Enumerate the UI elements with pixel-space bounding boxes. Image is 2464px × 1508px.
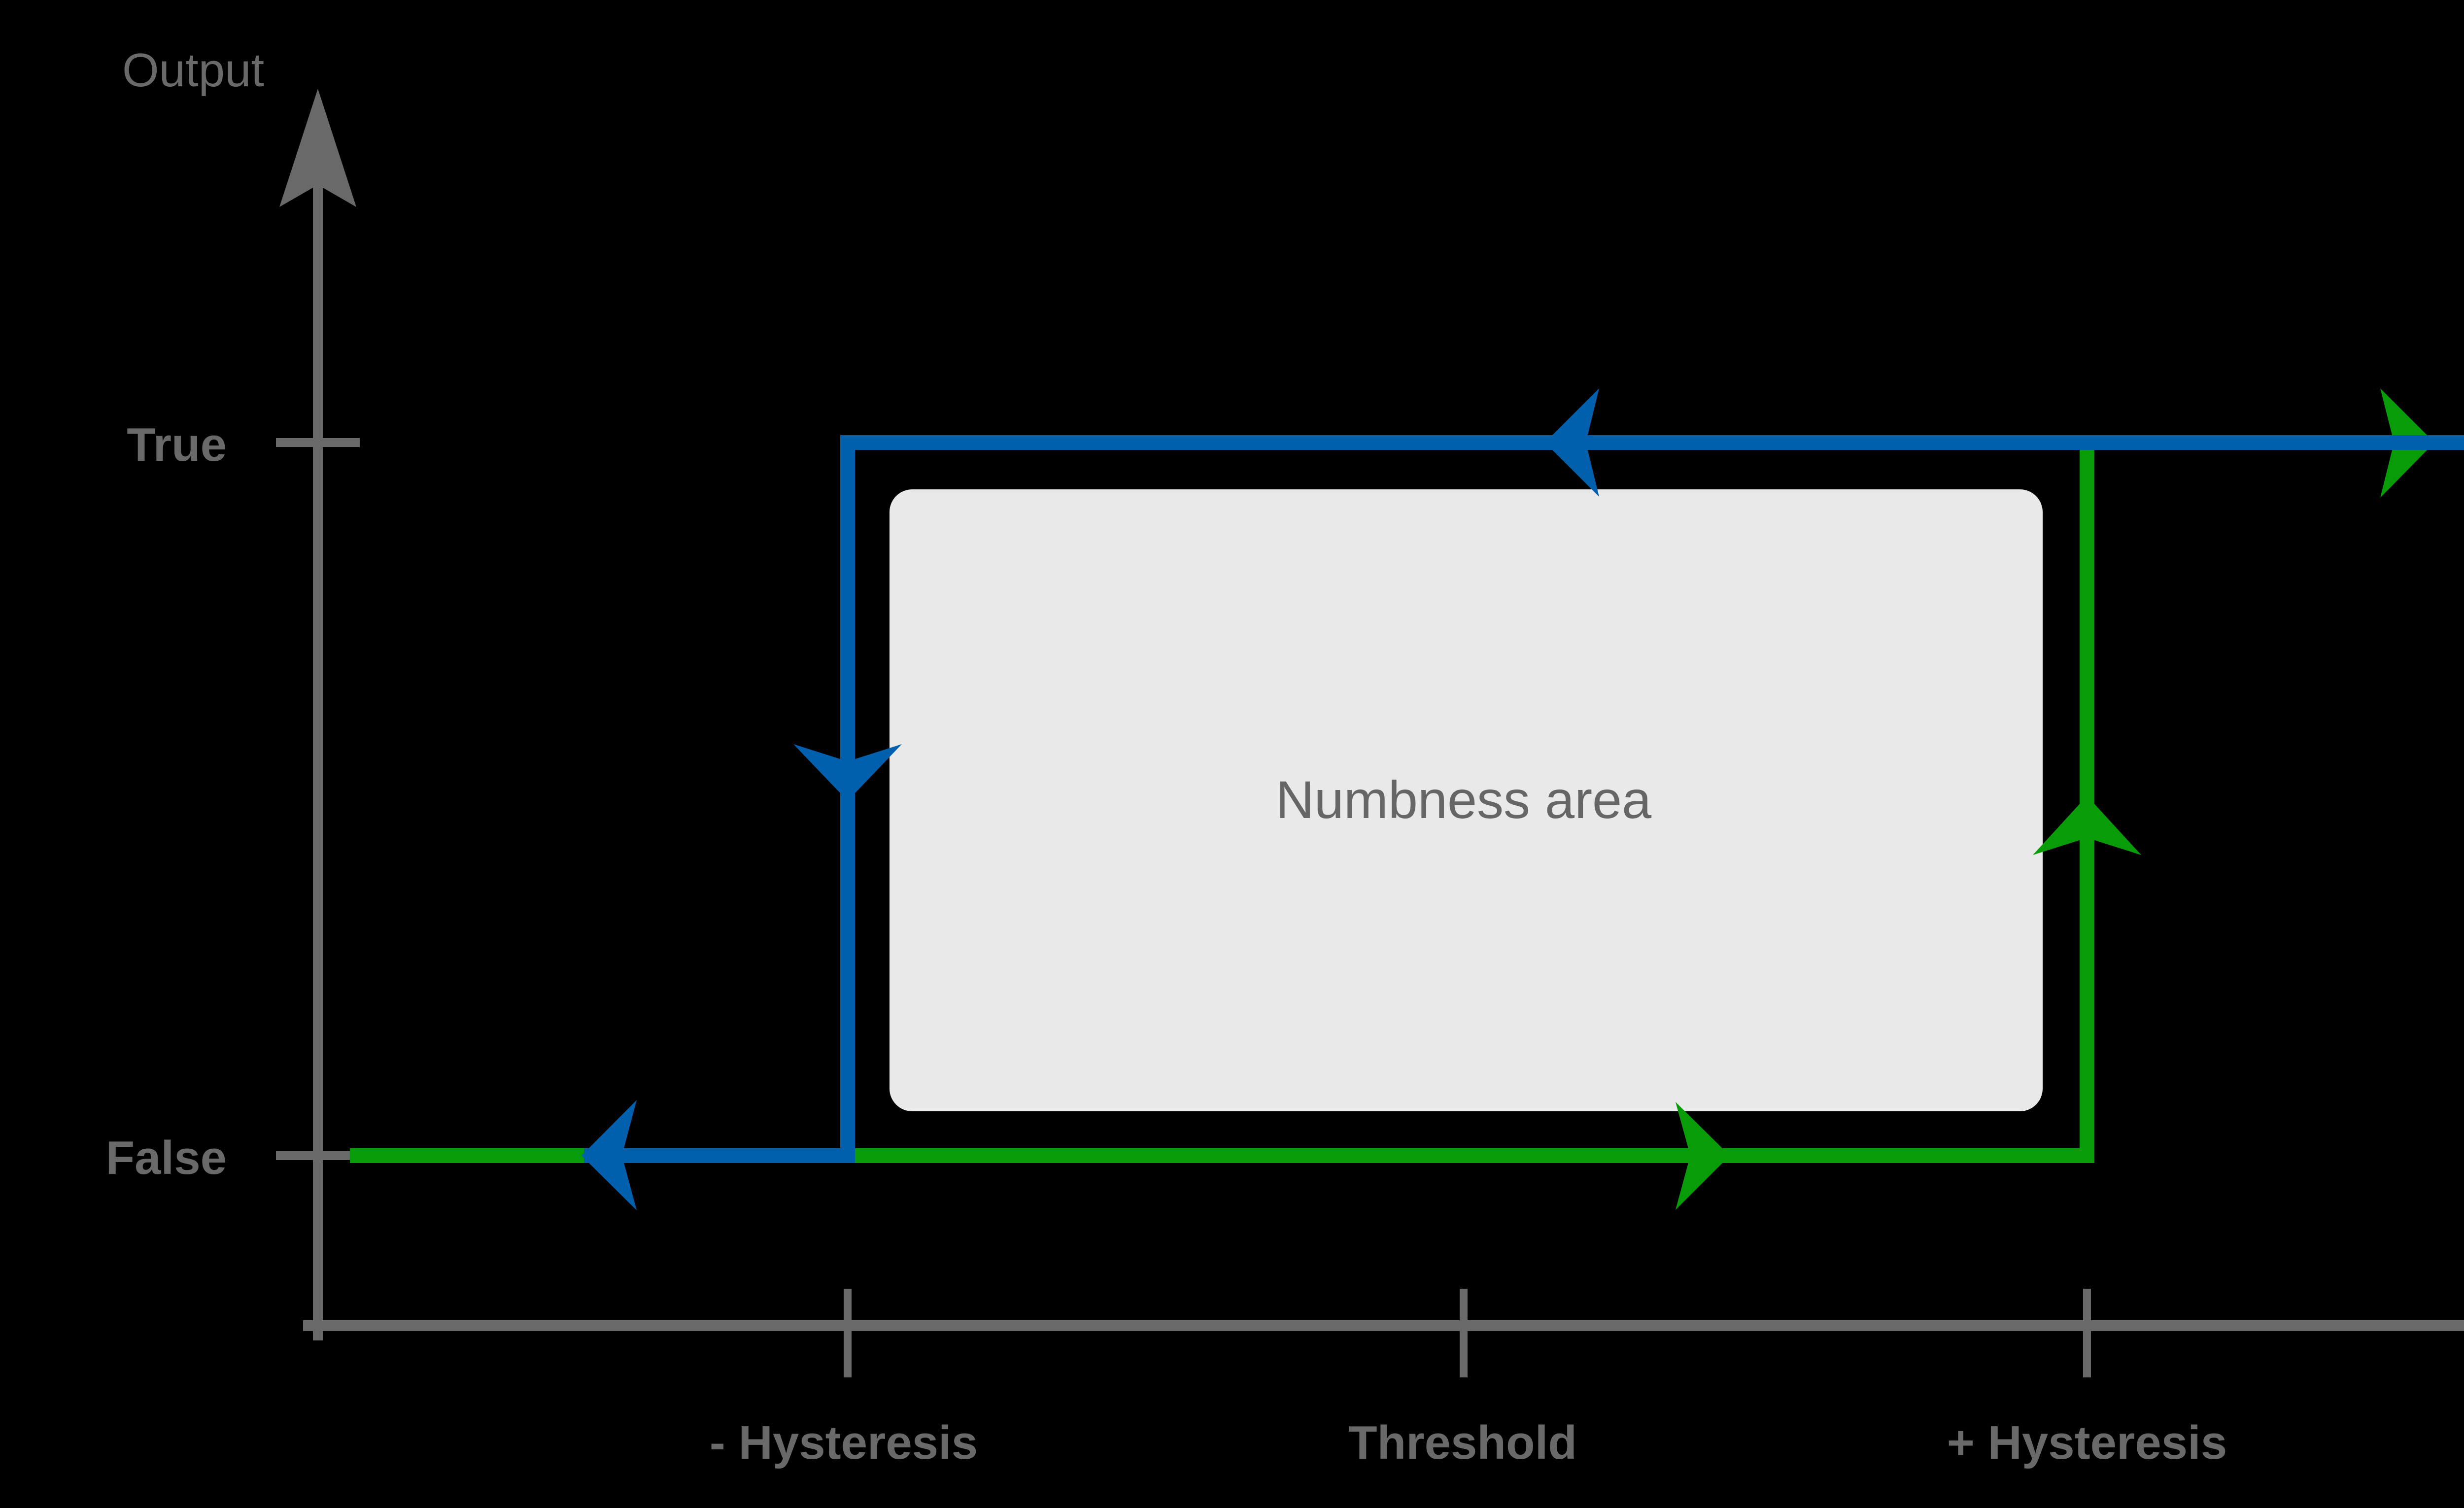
y-axis-label: Output: [122, 44, 264, 97]
y-axis: [279, 89, 356, 1340]
numbness-area-label: Numbness area: [1276, 770, 1652, 829]
x-axis: [303, 1320, 2464, 1331]
rising-edge-arrow-right-bottom: [1676, 1102, 1730, 1210]
rising-edge-arrow-up: [2033, 796, 2141, 855]
numbness-area-box: [890, 489, 2043, 1111]
y-tick-label-false: False: [106, 1131, 227, 1184]
x-tick-label-plus-hysteresis: + Hysteresis: [1947, 1416, 2227, 1469]
y-tick-label-true: True: [127, 418, 227, 471]
x-tick-label-threshold: Threshold: [1348, 1416, 1577, 1469]
x-tick-label-minus-hysteresis: - Hysteresis: [710, 1416, 978, 1469]
falling-edge-arrow-down: [793, 744, 902, 801]
falling-edge-arrow-left-bottom: [582, 1100, 637, 1210]
falling-edge-arrow-left-top: [1545, 388, 1599, 497]
